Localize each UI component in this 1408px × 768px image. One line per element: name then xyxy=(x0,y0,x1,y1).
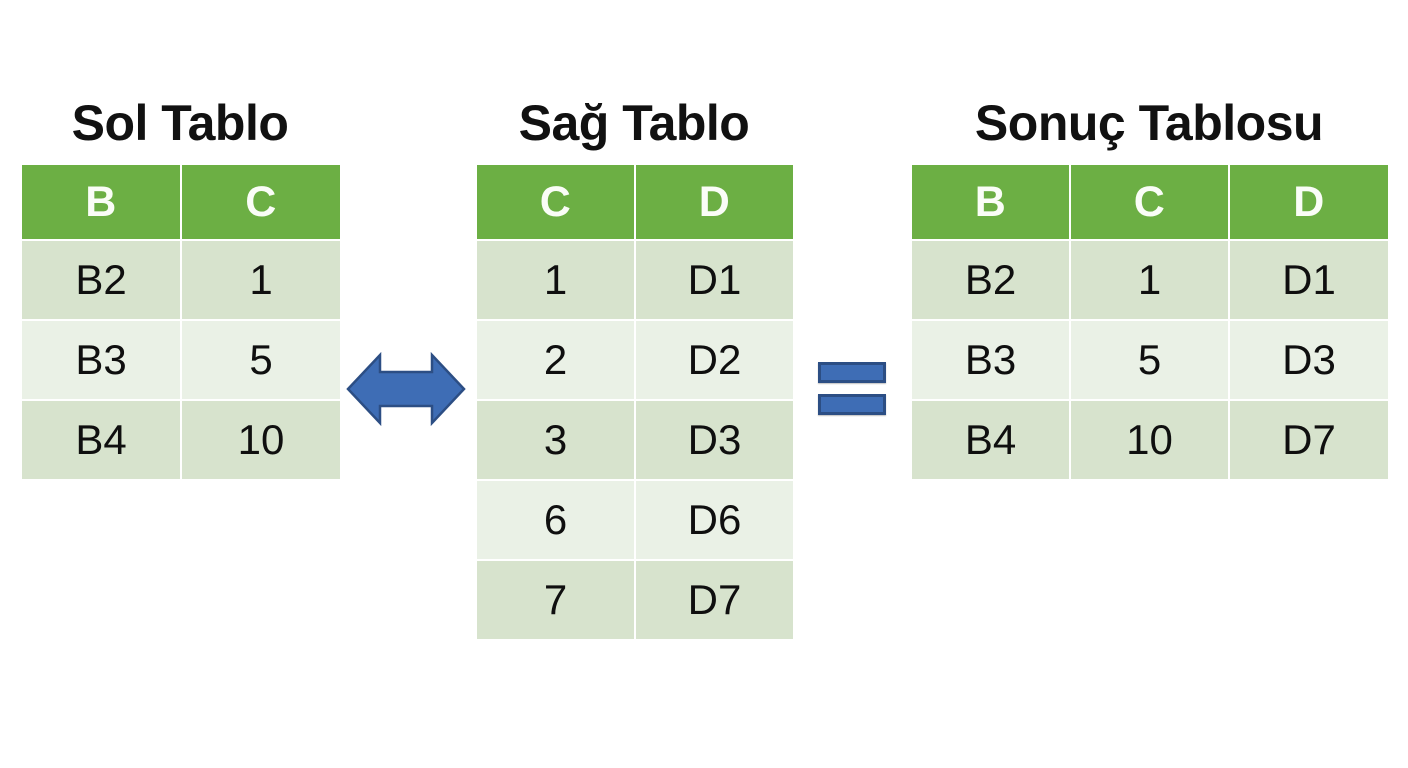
result-table: B C D B2 1 D1 B3 5 D3 B4 10 D7 xyxy=(910,163,1390,481)
result-cell-r0c1: 1 xyxy=(1071,241,1228,319)
left-cell-r2c0: B4 xyxy=(22,401,180,479)
result-cell-r2c0: B4 xyxy=(912,401,1069,479)
table-row: B3 5 D3 xyxy=(912,321,1388,399)
middle-cell-r3c0: 6 xyxy=(477,481,634,559)
left-table: B C B2 1 B3 5 B4 10 xyxy=(20,163,342,481)
result-cell-r0c0: B2 xyxy=(912,241,1069,319)
middle-table-title: Sağ Tablo xyxy=(518,95,750,151)
middle-table: C D 1 D1 2 D2 3 D3 6 D6 7 D7 xyxy=(475,163,795,641)
table-row: 2 D2 xyxy=(477,321,793,399)
double-arrow-horizontal-icon xyxy=(346,345,466,433)
result-header-cell-c: C xyxy=(1071,165,1228,239)
left-table-header-row: B C xyxy=(22,165,340,239)
table-row: B2 1 xyxy=(22,241,340,319)
left-cell-r1c0: B3 xyxy=(22,321,180,399)
equals-bar-bottom xyxy=(818,394,886,415)
left-cell-r2c1: 10 xyxy=(182,401,340,479)
middle-cell-r1c0: 2 xyxy=(477,321,634,399)
table-row: B4 10 D7 xyxy=(912,401,1388,479)
middle-table-header-row: C D xyxy=(477,165,793,239)
middle-cell-r4c0: 7 xyxy=(477,561,634,639)
result-header-cell-b: B xyxy=(912,165,1069,239)
result-cell-r2c1: 10 xyxy=(1071,401,1228,479)
middle-header-cell-c: C xyxy=(477,165,634,239)
left-cell-r0c0: B2 xyxy=(22,241,180,319)
table-row: 6 D6 xyxy=(477,481,793,559)
left-cell-r1c1: 5 xyxy=(182,321,340,399)
left-table-title: Sol Tablo xyxy=(71,95,289,151)
middle-cell-r1c1: D2 xyxy=(636,321,793,399)
middle-cell-r0c1: D1 xyxy=(636,241,793,319)
table-row: 1 D1 xyxy=(477,241,793,319)
table-row: 3 D3 xyxy=(477,401,793,479)
result-cell-r2c2: D7 xyxy=(1230,401,1388,479)
middle-cell-r3c1: D6 xyxy=(636,481,793,559)
equals-sign-icon xyxy=(818,362,888,420)
middle-header-cell-d: D xyxy=(636,165,793,239)
left-header-cell-b: B xyxy=(22,165,180,239)
middle-cell-r4c1: D7 xyxy=(636,561,793,639)
result-header-cell-d: D xyxy=(1230,165,1388,239)
result-cell-r0c2: D1 xyxy=(1230,241,1388,319)
table-row: B4 10 xyxy=(22,401,340,479)
result-table-title: Sonuç Tablosu xyxy=(974,95,1324,151)
result-cell-r1c0: B3 xyxy=(912,321,1069,399)
middle-cell-r2c1: D3 xyxy=(636,401,793,479)
left-cell-r0c1: 1 xyxy=(182,241,340,319)
table-row: 7 D7 xyxy=(477,561,793,639)
middle-cell-r0c0: 1 xyxy=(477,241,634,319)
table-row: B3 5 xyxy=(22,321,340,399)
result-cell-r1c2: D3 xyxy=(1230,321,1388,399)
middle-cell-r2c0: 3 xyxy=(477,401,634,479)
equals-bar-top xyxy=(818,362,886,383)
result-table-header-row: B C D xyxy=(912,165,1388,239)
result-cell-r1c1: 5 xyxy=(1071,321,1228,399)
table-row: B2 1 D1 xyxy=(912,241,1388,319)
left-header-cell-c: C xyxy=(182,165,340,239)
